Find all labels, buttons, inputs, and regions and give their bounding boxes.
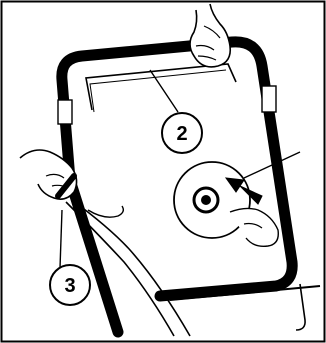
leader-line-3 <box>60 210 62 268</box>
hand-icon <box>190 4 230 67</box>
callout-2-label: 2 <box>176 123 187 145</box>
callout-2: 2 <box>150 70 202 153</box>
grip-clip-left <box>58 100 72 124</box>
grip-clip-right <box>262 86 276 112</box>
callout-3-label: 3 <box>64 275 75 297</box>
callout-3: 3 <box>50 265 90 305</box>
